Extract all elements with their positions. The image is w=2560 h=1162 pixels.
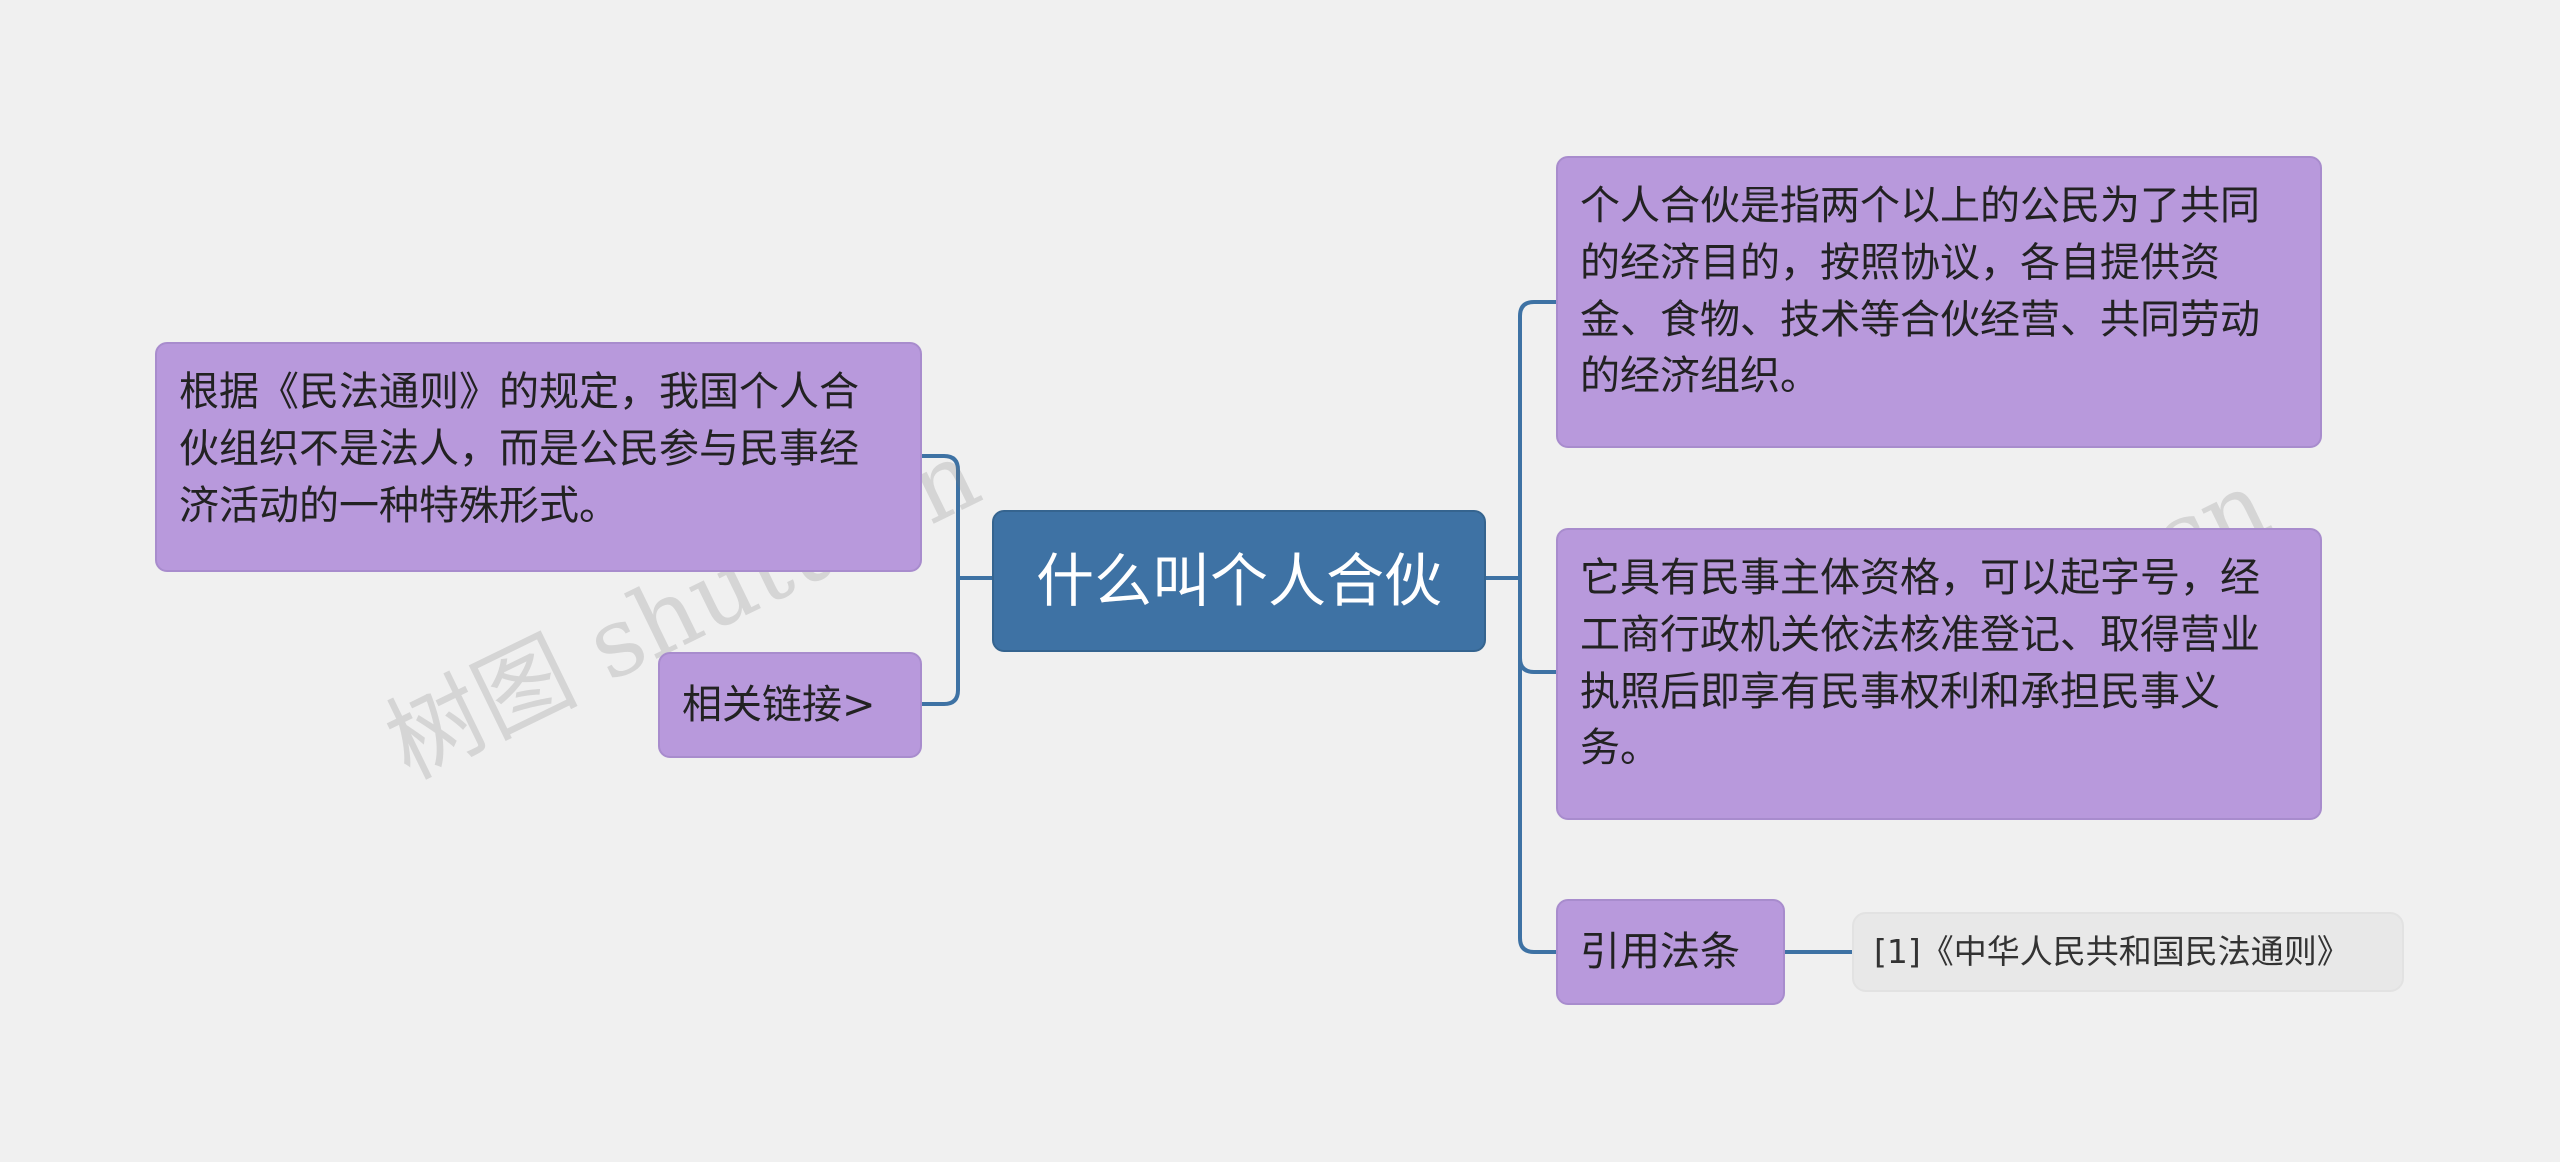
topic-definition[interactable]: 根据《民法通则》的规定，我国个人合伙组织不是法人，而是公民参与民事经济活动的一种… xyxy=(155,342,922,572)
topic-citation[interactable]: 引用法条 xyxy=(1556,899,1785,1005)
connector-left-related xyxy=(920,576,960,706)
connector-right-qualification xyxy=(1518,576,1558,674)
topic-meaning[interactable]: 个人合伙是指两个以上的公民为了共同的经济目的，按照协议，各自提供资金、食物、技术… xyxy=(1556,156,2322,448)
root-topic[interactable]: 什么叫个人合伙 xyxy=(992,510,1486,652)
topic-definition-text: 根据《民法通则》的规定，我国个人合伙组织不是法人，而是公民参与民事经济活动的一种… xyxy=(179,369,859,529)
citation-reference[interactable]: [1]《中华人民共和国民法通则》 xyxy=(1852,912,2404,992)
related-link-label: 相关链接> xyxy=(682,681,876,728)
root-topic-label: 什么叫个人合伙 xyxy=(1035,546,1442,615)
topic-qualification[interactable]: 它具有民事主体资格，可以起字号，经工商行政机关依法核准登记、取得营业执照后即享有… xyxy=(1556,528,2322,820)
connector-right-meaning xyxy=(1518,300,1558,580)
topic-related-link[interactable]: 相关链接> xyxy=(658,652,922,758)
topic-citation-label: 引用法条 xyxy=(1580,928,1740,975)
connector-left-definition xyxy=(920,454,960,580)
citation-reference-text: [1]《中华人民共和国民法通则》 xyxy=(1874,931,2350,971)
connector-right-citation xyxy=(1518,576,1558,954)
topic-qualification-text: 它具有民事主体资格，可以起字号，经工商行政机关依法核准登记、取得营业执照后即享有… xyxy=(1580,555,2260,772)
topic-meaning-text: 个人合伙是指两个以上的公民为了共同的经济目的，按照协议，各自提供资金、食物、技术… xyxy=(1580,183,2260,400)
